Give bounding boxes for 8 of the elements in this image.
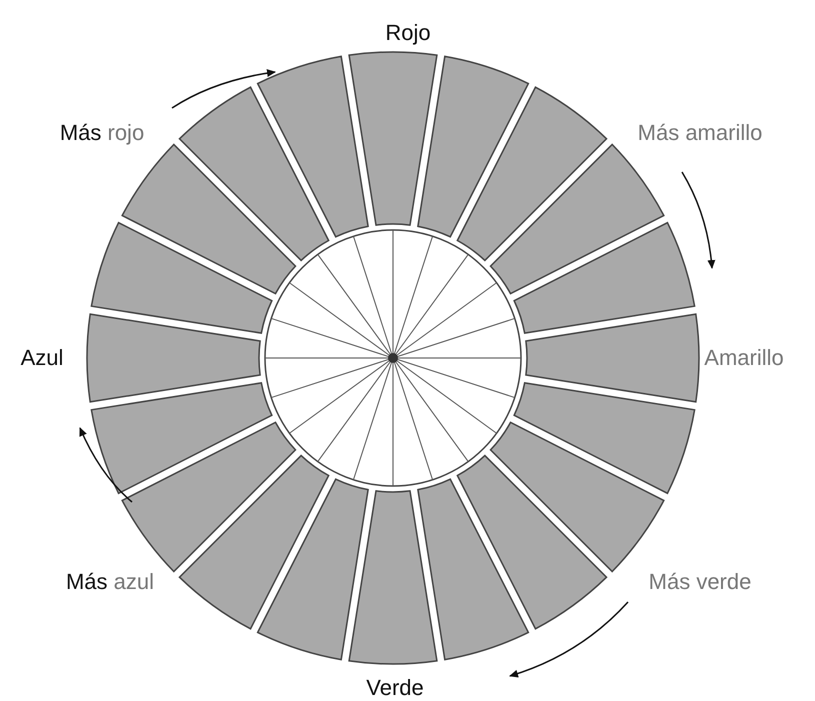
direction-label: Rojo [385,20,431,46]
direction-label: Más azul [66,569,154,595]
direction-label: Azul [20,345,64,371]
direction-label: Amarillo [704,345,784,371]
direction-label: Más amarillo [638,120,762,146]
direction-label: Verde [366,675,424,701]
direction-label: Más rojo [60,120,144,146]
direction-label: Más verde [648,569,752,595]
